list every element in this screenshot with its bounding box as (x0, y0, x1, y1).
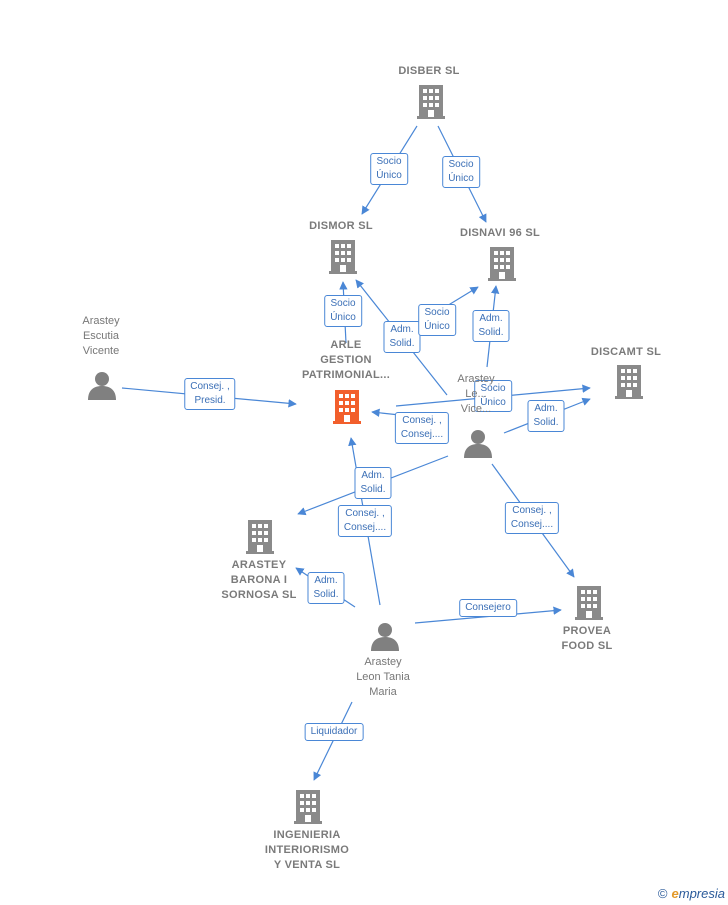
node-label-disber[interactable]: DISBER SL (398, 65, 460, 77)
edge-label-arastey_escutia-to-arle[interactable]: Consej. , Presid. (184, 378, 236, 410)
node-label-ingenieria[interactable]: INGENIERIA INTERIORISMO Y VENTA SL (264, 829, 350, 871)
building-icon[interactable] (246, 520, 274, 554)
edge-arastey_leon_tania-to-ingenieria (313, 701, 353, 781)
building-icon[interactable] (333, 390, 361, 424)
edge-label-arle-to-dismor[interactable]: Socio Único (324, 295, 362, 327)
node-label-discamt[interactable]: DISCAMT SL (590, 346, 662, 358)
building-icon[interactable] (575, 586, 603, 620)
edge-label-arastey_leon_vicente-to-arle[interactable]: Consej. , Consej.... (394, 412, 450, 444)
edge-label-arastey_leon_tania-to-arle[interactable]: Consej. , Consej.... (337, 505, 393, 537)
edge-label-disber-to-dismor[interactable]: Socio Único (370, 153, 408, 185)
edge-label-arastey_leon_vicente-to-provea[interactable]: Consej. , Consej.... (504, 502, 560, 534)
person-icon[interactable] (464, 430, 492, 458)
edge-label-arastey_leon_vicente-to-arastey_barona[interactable]: Adm. Solid. (354, 467, 392, 499)
edge-label-disber-to-disnavi[interactable]: Socio Único (442, 156, 480, 188)
edge-label-arastey_leon_tania-to-ingenieria[interactable]: Liquidador (304, 723, 364, 741)
empresia-logo-initial: e (671, 886, 679, 901)
node-label-disnavi[interactable]: DISNAVI 96 SL (459, 227, 541, 239)
node-label-arle[interactable]: ARLE GESTION PATRIMONIAL... (301, 339, 391, 381)
node-label-arastey_escutia[interactable]: Arastey Escutia Vicente (82, 315, 120, 357)
building-icon[interactable] (488, 247, 516, 281)
empresia-footer[interactable]: ©empresia (658, 886, 725, 901)
edge-label-arastey_leon_vicente-to-disnavi[interactable]: Adm. Solid. (472, 310, 510, 342)
node-label-arastey_barona[interactable]: ARASTEY BARONA I SORNOSA SL (221, 559, 297, 601)
empresia-logo-text: mpresia (678, 886, 725, 901)
edge-label-arle-to-disnavi[interactable]: Socio Único (418, 304, 456, 336)
node-label-arastey_leon_tania[interactable]: Arastey Leon Tania Maria (356, 656, 410, 698)
building-icon[interactable] (417, 85, 445, 119)
edge-label-arastey_leon_tania-to-provea[interactable]: Consejero (459, 599, 517, 617)
building-icon[interactable] (294, 790, 322, 824)
node-label-dismor[interactable]: DISMOR SL (309, 220, 373, 232)
edge-label-arastey_leon_vicente-to-dismor[interactable]: Adm. Solid. (383, 321, 421, 353)
nodes-layer (88, 85, 643, 824)
person-icon[interactable] (371, 623, 399, 651)
building-icon[interactable] (615, 365, 643, 399)
node-label-provea[interactable]: PROVEA FOOD SL (561, 625, 613, 652)
edge-label-arle-to-discamt[interactable]: Socio Único (474, 380, 512, 412)
person-icon[interactable] (88, 372, 116, 400)
node-label-arastey_leon_vicente[interactable]: Arastey Le... Vice... (457, 373, 495, 415)
edge-label-arastey_leon_vicente-to-discamt[interactable]: Adm. Solid. (527, 400, 565, 432)
edge-label-arastey_leon_tania-to-arastey_barona[interactable]: Adm. Solid. (307, 572, 345, 604)
copyright-symbol: © (657, 886, 668, 901)
building-icon[interactable] (329, 240, 357, 274)
